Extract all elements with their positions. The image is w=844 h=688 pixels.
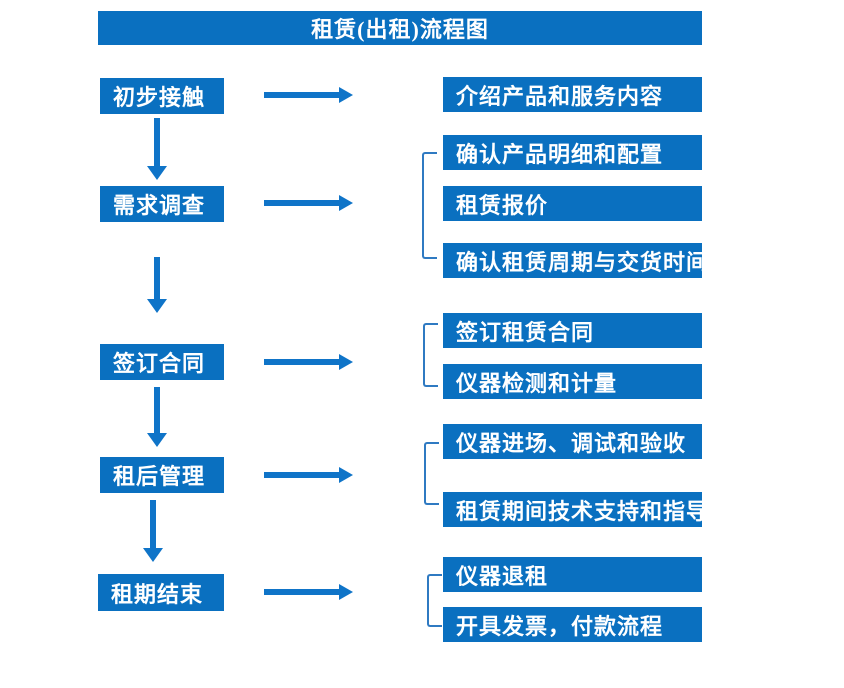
step-box-demand-survey: 需求调查 — [100, 186, 224, 222]
step-box-sign-contract: 签订合同 — [100, 344, 224, 380]
step-box-post-rental-management: 租后管理 — [100, 457, 224, 493]
arrow-shaft — [150, 500, 156, 549]
arrow-head — [339, 354, 353, 370]
arrow-down-icon — [143, 500, 163, 562]
arrow-shaft — [264, 472, 341, 478]
arrow-right-icon — [264, 354, 353, 370]
detail-box-instrument-inspection: 仪器检测和计量 — [443, 364, 702, 399]
bracket-connector — [427, 574, 442, 627]
arrow-shaft — [154, 257, 160, 300]
arrow-head — [339, 584, 353, 600]
detail-box-invoice-payment: 开具发票，付款流程 — [443, 607, 702, 642]
arrow-down-icon — [147, 118, 167, 180]
detail-box-rental-quote: 租赁报价 — [443, 186, 702, 221]
title-bar: 租赁(出租)流程图 — [98, 11, 702, 45]
arrow-head — [339, 195, 353, 211]
step-box-lease-end: 租期结束 — [98, 574, 224, 611]
arrow-shaft — [264, 92, 341, 98]
arrow-head — [339, 467, 353, 483]
arrow-head — [147, 166, 167, 180]
detail-box-sign-rental-contract: 签订租赁合同 — [443, 313, 702, 348]
arrow-head — [339, 87, 353, 103]
bracket-connector — [423, 323, 438, 387]
arrow-shaft — [154, 118, 160, 167]
arrow-right-icon — [264, 87, 353, 103]
bracket-connector — [422, 152, 437, 259]
page-title: 租赁(出租)流程图 — [311, 17, 489, 42]
arrow-right-icon — [264, 467, 353, 483]
arrow-shaft — [264, 359, 341, 365]
detail-box-instrument-return: 仪器退租 — [443, 557, 702, 592]
detail-box-introduce-products: 介绍产品和服务内容 — [443, 77, 702, 112]
detail-box-confirm-period-delivery: 确认租赁周期与交货时间 — [443, 243, 708, 278]
arrow-head — [147, 299, 167, 313]
bracket-connector — [424, 442, 439, 505]
arrow-head — [143, 548, 163, 562]
arrow-down-icon — [147, 257, 167, 313]
detail-box-instrument-setup: 仪器进场、调试和验收 — [443, 424, 702, 459]
detail-box-confirm-product-config: 确认产品明细和配置 — [443, 135, 702, 170]
arrow-shaft — [264, 589, 341, 595]
arrow-shaft — [264, 200, 341, 206]
arrow-right-icon — [264, 584, 353, 600]
arrow-down-icon — [147, 387, 167, 447]
arrow-head — [147, 433, 167, 447]
detail-box-technical-support: 租赁期间技术支持和指导 — [443, 492, 708, 527]
step-box-initial-contact: 初步接触 — [100, 78, 224, 114]
arrow-right-icon — [264, 195, 353, 211]
arrow-shaft — [154, 387, 160, 434]
